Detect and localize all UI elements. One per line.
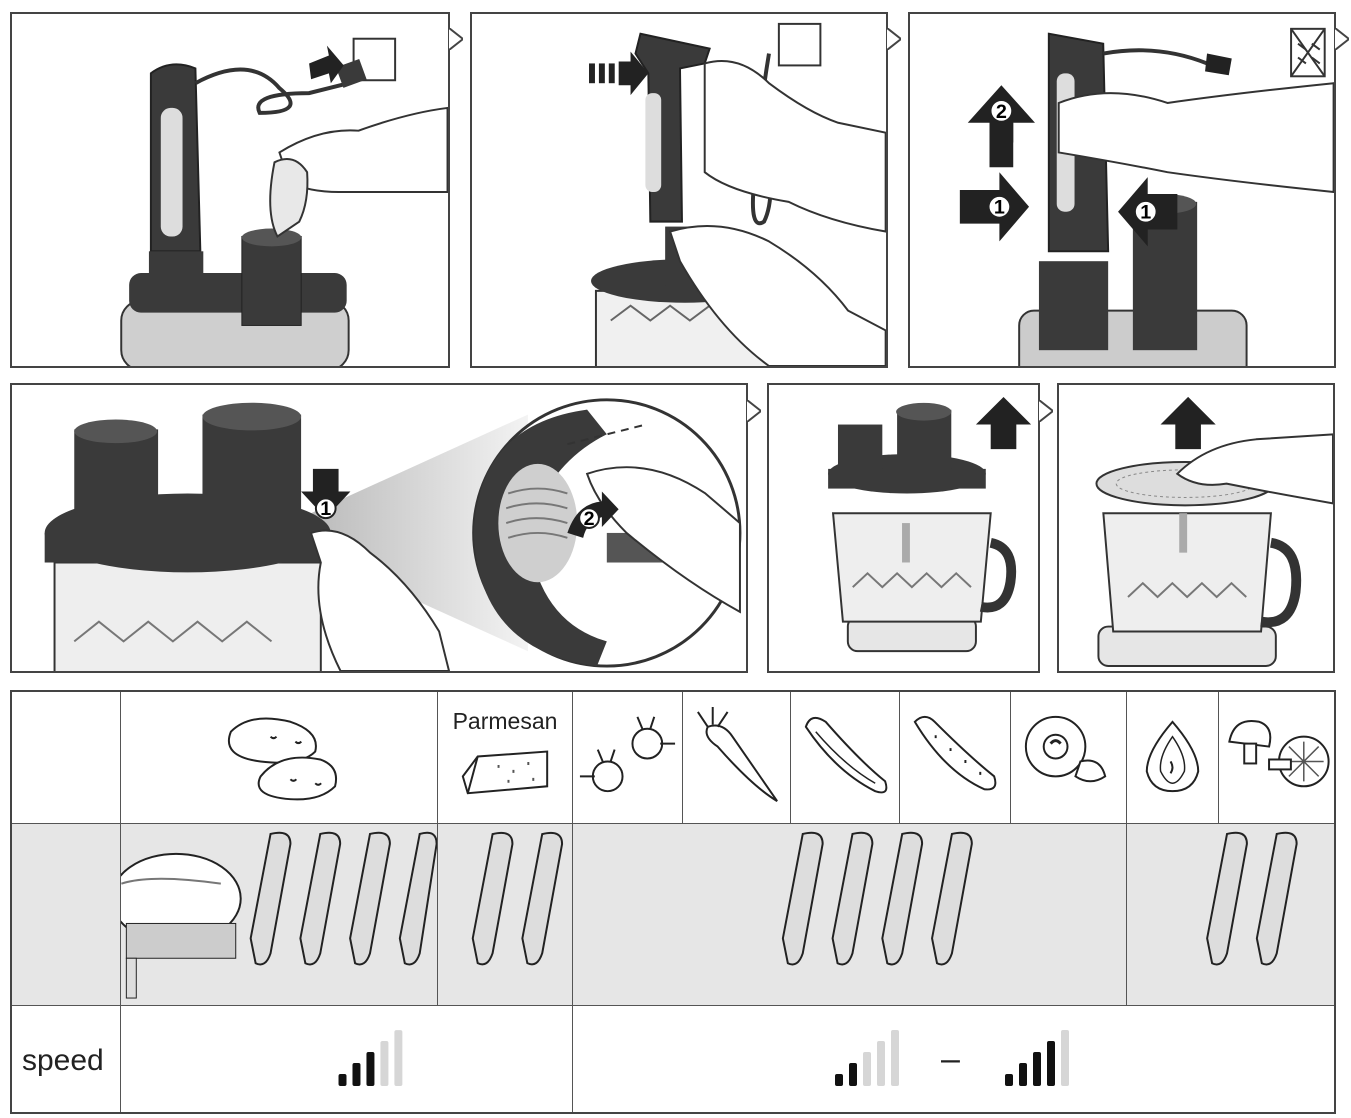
potatoes-cell	[121, 692, 438, 824]
vegetables-min-speed-bar-5	[891, 1030, 899, 1086]
step-3-panel: 2 1 1	[908, 12, 1336, 368]
step-arrow-icon	[1038, 399, 1055, 423]
slicing-inserts-icon	[781, 831, 973, 966]
insert-motor-illustration	[589, 22, 886, 366]
vegetables-min-speed-bar-2	[849, 1063, 857, 1086]
vegetables-max-speed-bar-1	[1005, 1074, 1013, 1086]
parmesan-inserts-cell	[438, 824, 573, 1006]
svg-text:1: 1	[320, 498, 331, 520]
speed-bars-vegetables-icon	[835, 1030, 1069, 1086]
speed-cell-potatoes	[121, 1006, 573, 1112]
zucchini-cell	[900, 692, 1011, 824]
vegetables-min-speed-bar-4	[877, 1041, 885, 1086]
step-arrow-icon	[1334, 27, 1351, 51]
disc-and-inserts-icon	[121, 831, 437, 999]
radish-icon	[579, 716, 676, 793]
step-1-panel	[10, 12, 450, 368]
carrot-icon	[697, 706, 778, 802]
apple-icon	[1024, 715, 1107, 783]
parmesan-icon	[461, 750, 549, 795]
ingredient-speed-table: Parmesan	[10, 690, 1336, 1114]
apple-cell	[1011, 692, 1127, 824]
onion-icon	[1145, 720, 1200, 793]
cucumber-cell	[791, 692, 900, 824]
parmesan-label: Parmesan	[452, 708, 558, 734]
svg-text:1: 1	[1140, 202, 1151, 224]
range-separator: –	[941, 1040, 960, 1078]
step-5-panel	[767, 383, 1040, 673]
step-4-panel: 1 2	[10, 383, 748, 673]
vegetable-inserts-cell	[573, 824, 1127, 1006]
potatoes-speed-bar-4	[380, 1041, 389, 1086]
corner-cell	[12, 692, 121, 824]
mushroom-icon	[1228, 720, 1330, 788]
radish-cell	[573, 692, 683, 824]
no-dishwasher-icon	[1290, 27, 1326, 78]
vegetables-min-speed-bar-1	[835, 1074, 843, 1086]
speed-label: speed	[22, 1044, 104, 1077]
arrow-label-2: 2	[996, 101, 1007, 123]
step-2-panel	[470, 12, 888, 368]
step-arrow-icon	[448, 27, 465, 51]
step-6-panel	[1057, 383, 1335, 673]
vegetables-min-speed-bar-3	[863, 1052, 871, 1086]
remove-disc-illustration	[1095, 396, 1333, 667]
onion-cell	[1127, 692, 1219, 824]
vegetables-max-speed-bar-3	[1033, 1052, 1041, 1086]
speed-bars-potatoes-icon	[338, 1030, 403, 1086]
inserts-label-cell	[12, 824, 121, 1006]
onion-inserts-cell	[1127, 824, 1334, 1006]
carrot-cell	[683, 692, 791, 824]
speed-label-cell: speed	[12, 1006, 121, 1112]
speed-cell-vegetables: –	[573, 1006, 1334, 1112]
potatoes-icon	[228, 717, 337, 801]
vegetables-max-speed-bar-4	[1047, 1041, 1055, 1086]
svg-text:2: 2	[584, 508, 595, 530]
potatoes-speed-bar-2	[352, 1062, 361, 1086]
zucchini-icon	[913, 715, 997, 791]
svg-text:1: 1	[994, 197, 1005, 219]
cucumber-icon	[804, 716, 888, 794]
release-motor-illustration: 2 1 1	[959, 27, 1334, 366]
lift-lid-illustration	[828, 396, 1032, 653]
step-arrow-icon	[746, 399, 763, 423]
onion-inserts-icon	[1206, 831, 1298, 966]
mushroom-cell	[1219, 692, 1334, 824]
potato-inserts-cell	[121, 824, 438, 1006]
lid-lock-illustration: 1 2	[44, 398, 742, 671]
potatoes-speed-bar-1	[338, 1073, 347, 1086]
vegetables-max-speed-bar-5	[1061, 1030, 1069, 1086]
vegetables-max-speed-bar-2	[1019, 1063, 1027, 1086]
potatoes-speed-bar-5	[394, 1030, 403, 1086]
grater-inserts-icon	[471, 831, 564, 966]
parmesan-cell: Parmesan	[438, 692, 573, 824]
plug-in-illustration	[120, 37, 448, 366]
potatoes-speed-bar-3	[366, 1052, 375, 1086]
step-arrow-icon	[886, 27, 903, 51]
